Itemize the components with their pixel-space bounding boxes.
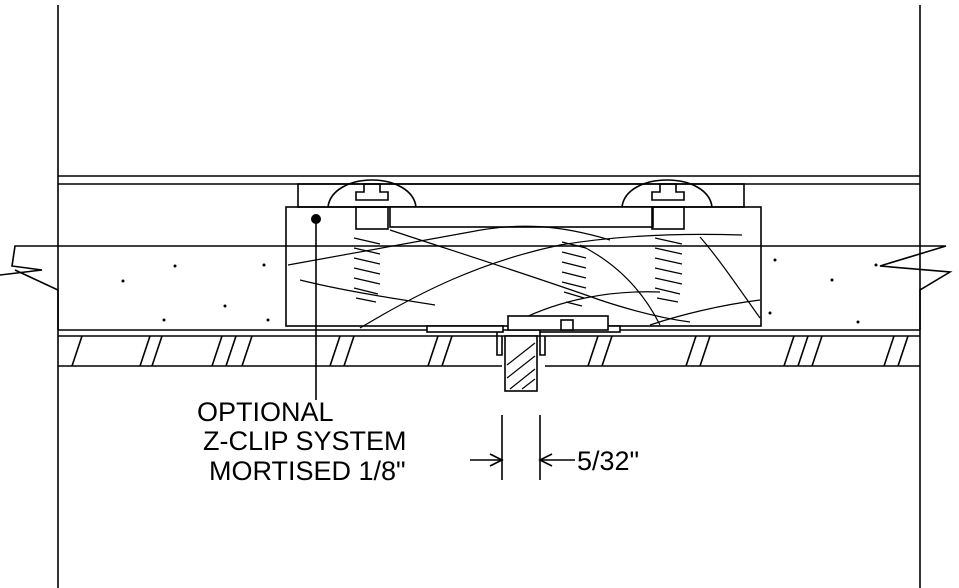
bottom-skin xyxy=(58,329,920,367)
wood-block xyxy=(285,183,762,329)
screw-left xyxy=(327,179,417,303)
z-clip xyxy=(426,315,621,392)
break-lines xyxy=(0,245,953,330)
gap-dimension-label: 5/32" xyxy=(577,446,639,476)
callout-leader xyxy=(311,214,321,400)
core-dots xyxy=(121,258,878,324)
screw-right xyxy=(621,179,713,303)
gap-dimension xyxy=(470,415,575,480)
outer-frame xyxy=(57,5,921,588)
screw-center xyxy=(561,241,587,307)
callout-z-clip-system: Z-CLIP SYSTEM xyxy=(203,426,407,456)
callout-optional: OPTIONAL xyxy=(197,397,334,427)
callout-mortised: MORTISED 1/8" xyxy=(209,456,406,486)
